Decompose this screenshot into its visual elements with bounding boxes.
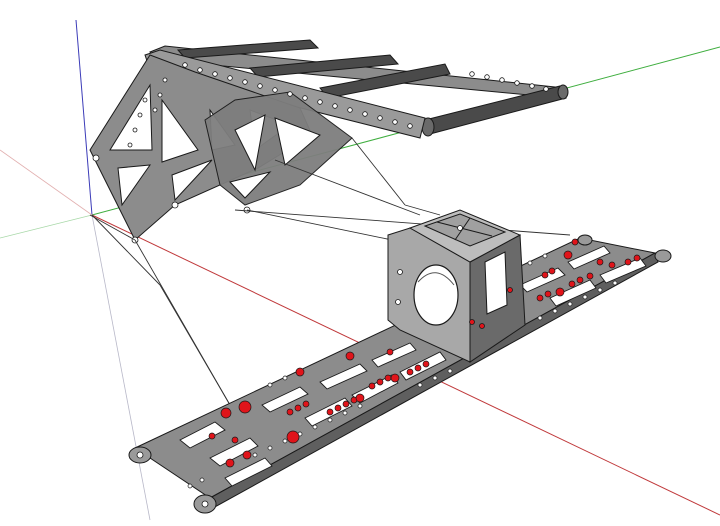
truss-cutout [109,83,153,151]
axis-blue-down [91,214,151,521]
mount-slot [484,251,508,315]
mount-hole [469,319,475,325]
mount-hole [397,269,403,275]
roller-hole [136,451,144,459]
truss-frame[interactable] [89,39,569,244]
mount-hole [507,287,513,293]
plate-end-roller [654,249,672,263]
mount-bore-inner [417,272,455,286]
truss-cutout [229,171,272,199]
truss-holes [92,62,549,244]
axis-red-negative [0,149,93,216]
top-plate-hole [457,225,463,231]
axis-green-negative [0,214,93,239]
truss-cutout [161,98,199,163]
truss-cutout [234,114,266,172]
truss-cutout [117,164,152,207]
crossbar [424,85,567,135]
truss-cutout [274,117,321,166]
guide-lines [89,137,571,406]
highlighted-holes [208,238,641,468]
truss-back-plate [204,91,353,206]
plate-holes [187,253,618,489]
mount-bore [413,264,459,326]
crossbar-end [557,84,569,100]
plate-slots [179,245,647,487]
plate-end-roller [577,234,593,246]
motor-mount-block[interactable] [387,209,526,363]
roller-hole [201,500,209,508]
mount-hole [479,323,485,329]
axis-blue-up [75,19,93,216]
mount-hole [395,299,401,305]
base-rail-plate[interactable] [128,234,672,514]
truss-cutout [171,159,213,202]
top-plate-cross [436,221,493,237]
